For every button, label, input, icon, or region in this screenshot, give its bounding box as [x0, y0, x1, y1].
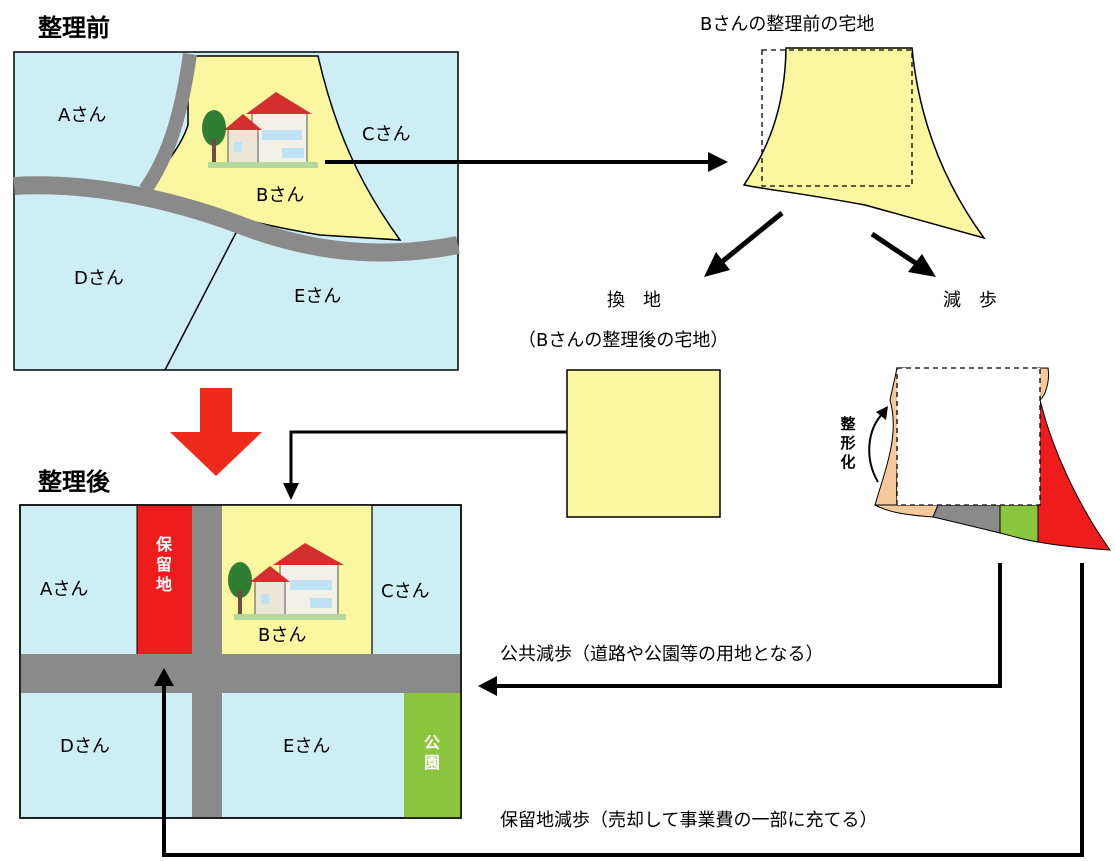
lot-c-before-label: Cさん — [362, 124, 411, 145]
seikeika-curved-arrow — [868, 411, 885, 483]
shape-green-park — [999, 504, 1039, 543]
b-before-dashed-square — [761, 49, 913, 187]
arrow-to-b-lot — [325, 152, 728, 172]
before-map: Aさん Bさん Cさん Dさん Eさん — [13, 51, 460, 371]
after-title: 整理後 — [38, 468, 111, 496]
arrow-kanchi-to-after — [283, 430, 567, 500]
kanchi-square — [566, 369, 721, 518]
reserve-land-char-3: 地 — [156, 575, 172, 594]
reserve-land-char-2: 留 — [156, 555, 172, 574]
lot-a-after-label: Aさん — [40, 579, 88, 600]
shape-gray-road — [932, 504, 1001, 534]
arrow-to-kanchi — [704, 211, 784, 277]
lot-e-after-label: Eさん — [283, 736, 330, 757]
before-title: 整理前 — [38, 14, 110, 42]
road-vertical-after — [192, 505, 222, 818]
road-main-before — [13, 176, 460, 262]
genbu-shape: 整 形 化 — [840, 367, 1112, 551]
seikeika-arrowhead — [876, 406, 888, 420]
kanchi-label: 換 地 — [607, 290, 661, 311]
lot-e-before-label: Eさん — [294, 286, 341, 307]
road-horizontal-after — [20, 654, 461, 693]
road-branch-before — [139, 53, 197, 195]
park-after — [404, 693, 461, 818]
park-char-2: 園 — [424, 753, 440, 772]
arrow-to-genbu — [870, 231, 936, 277]
kanchi-sub-label: （Bさんの整理後の宅地） — [518, 330, 728, 351]
lot-b-after-label: Bさん — [258, 625, 306, 646]
seikeika-char-2: 形 — [840, 434, 855, 452]
big-red-down-arrow — [170, 388, 262, 476]
lot-division-line — [164, 224, 241, 371]
house-icon — [228, 543, 346, 620]
seikeika-char-1: 整 — [840, 415, 855, 433]
park-char-1: 公 — [424, 733, 440, 752]
lot-c-after-label: Cさん — [381, 581, 430, 602]
reserve-genbu-label: 保留地減歩（売却して事業費の一部に充てる） — [500, 810, 877, 831]
b-before-lot-title: Bさんの整理前の宅地 — [700, 14, 874, 35]
arrow-reserve-genbu — [154, 563, 1084, 857]
house-icon — [202, 92, 318, 168]
lot-b-before-label: Bさん — [256, 185, 304, 206]
after-map: Aさん Bさん Cさん Dさん Eさん 保 留 地 公 園 — [19, 504, 462, 819]
genbu-label: 減 歩 — [943, 290, 997, 311]
after-map-border — [19, 504, 462, 819]
arrow-public-genbu — [478, 563, 1002, 696]
lot-d-after-label: Dさん — [60, 736, 110, 757]
shape-orange-bottom — [874, 504, 939, 518]
seikeika-char-3: 化 — [840, 453, 855, 471]
public-genbu-label: 公共減歩（道路や公園等の用地となる） — [500, 644, 823, 665]
reserve-land-after — [137, 505, 192, 654]
lot-a-before-label: Aさん — [58, 105, 106, 126]
shape-red-reserve — [1037, 399, 1112, 551]
reserve-land-char-1: 保 — [155, 535, 173, 554]
b-before-shape — [742, 47, 986, 240]
genbu-dashed-square — [896, 367, 1041, 506]
lot-d-before-label: Dさん — [74, 268, 124, 289]
